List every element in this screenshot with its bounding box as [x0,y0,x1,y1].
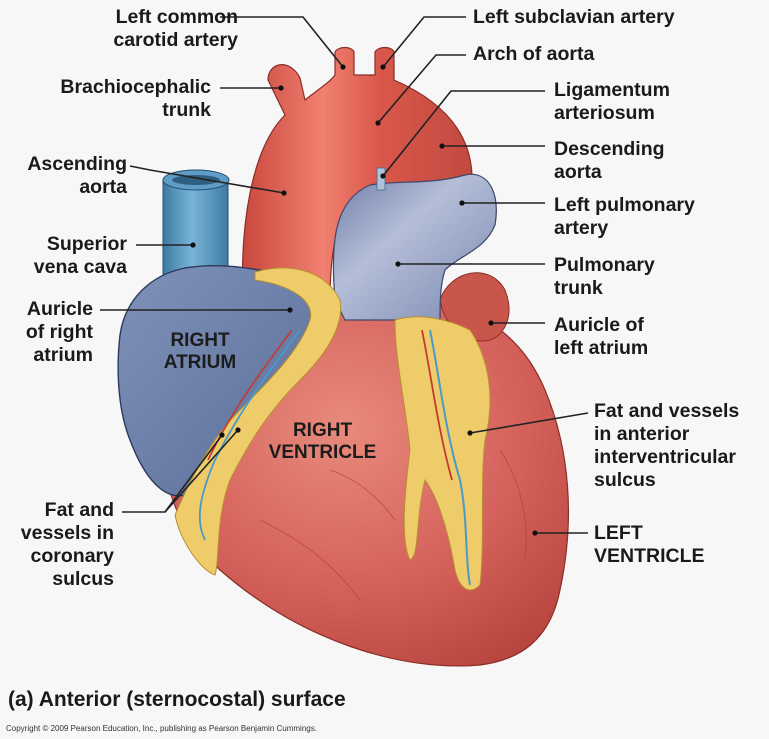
leader-dot-pulmonary-trunk [395,261,401,267]
leader-line-ascending-aorta [129,165,285,194]
leader-line-left-common-carotid-artery [220,16,344,68]
pulmonary-trunk-shape [332,173,497,321]
region-label-right-atrium: RIGHT ATRIUM [163,330,237,373]
label-ascending-aorta: Ascending aorta [27,153,127,198]
leader-line-left-subclavian-artery [382,16,466,68]
leader-dot-left-ventricle [532,530,538,536]
anterior-interventricular-sulcus-fat [394,316,491,591]
figure-caption: (a) Anterior (sternocostal) surface [8,688,346,711]
leader-line-arch-of-aorta [377,54,466,124]
coronary-sulcus-fat [174,267,342,576]
leader-line-ligamentum-arteriosum [382,90,545,177]
leader-line-fat-and-vessels-in-coronary-sulcus-2 [164,434,223,513]
label-descending-aorta: Descending aorta [554,138,665,183]
region-label-right-ventricle: RIGHT VENTRICLE [268,420,377,463]
leader-dot-auricle-of-right-atrium [287,307,293,313]
label-pulmonary-trunk: Pulmonary trunk [554,254,655,299]
label-superior-vena-cava: Superior vena cava [33,233,127,278]
label-fat-and-vessels-in-coronary-sulcus: Fat and vessels in coronary sulcus [20,499,114,590]
label-arch-of-aorta: Arch of aorta [473,43,595,65]
leader-dot-ascending-aorta [281,190,287,196]
leader-dot-auricle-of-left-atrium [488,320,494,326]
leader-dot-ligamentum-arteriosum [380,173,386,179]
label-left-subclavian-artery: Left subclavian artery [473,6,675,28]
leader-dot-arch-of-aorta [375,120,381,126]
leader-dot-left-subclavian-artery [380,64,386,70]
label-left-ventricle: LEFT VENTRICLE [594,522,705,567]
leader-dot-fat-and-vessels-in-anterior-interventricular-sulcus [467,430,473,436]
leader-dot-brachiocephalic-trunk [278,85,284,91]
label-fat-and-vessels-in-anterior-interventricular-sulcus: Fat and vessels in anterior interventric… [594,400,740,491]
label-left-pulmonary-artery: Left pulmonary artery [554,194,695,239]
leader-dot-descending-aorta [439,143,445,149]
leader-lines [100,16,589,536]
leader-line-fat-and-vessels-in-coronary-sulcus [122,429,239,513]
label-ligamentum-arteriosum: Ligamentum arteriosum [554,79,670,124]
leader-dot-left-common-carotid-artery [340,64,346,70]
leader-dot-superior-vena-cava [190,242,196,248]
copyright-notice: Copyright © 2009 Pearson Education, Inc.… [6,724,317,733]
leader-line-fat-and-vessels-in-anterior-interventricular-sulcus [469,412,589,434]
label-left-common-carotid-artery: Left common carotid artery [113,6,238,51]
ligamentum-arteriosum-shape [376,167,386,191]
leader-dot-fat-and-vessels-in-coronary-sulcus-2 [219,432,225,438]
label-auricle-of-left-atrium: Auricle of left atrium [554,314,649,359]
leader-dot-fat-and-vessels-in-coronary-sulcus [235,427,241,433]
label-brachiocephalic-trunk: Brachiocephalic trunk [60,76,211,121]
leader-dot-left-pulmonary-artery [459,200,465,206]
label-auricle-of-right-atrium: Auricle of right atrium [25,298,93,366]
